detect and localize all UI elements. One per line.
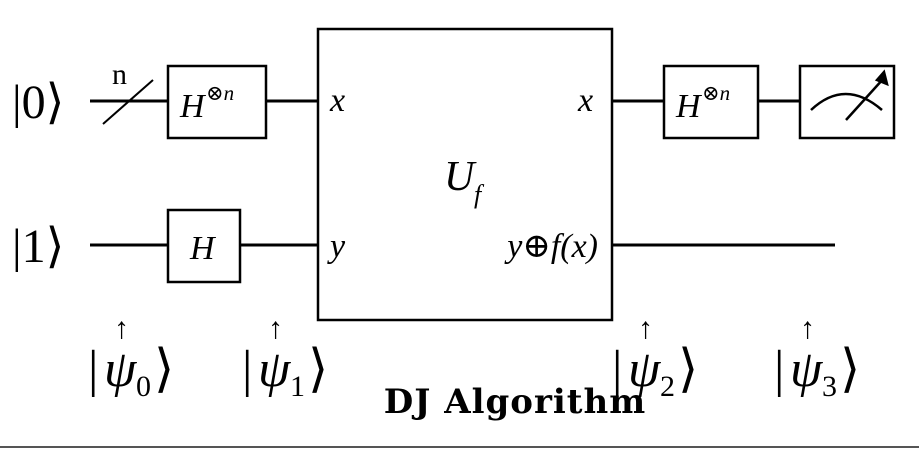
hadamard-label: H xyxy=(189,230,217,267)
psi0-rangle: ⟩ xyxy=(154,341,174,398)
register-size-label: n xyxy=(112,58,127,91)
psi3-rangle: ⟩ xyxy=(840,341,860,398)
hadamard-gate xyxy=(166,208,242,284)
psi3-arrow: ↑ xyxy=(800,312,815,345)
psi0-arrow: ↑ xyxy=(114,312,129,345)
hadamard-n-gate-right xyxy=(662,64,760,140)
psi2-arrow: ↑ xyxy=(638,312,653,345)
psi0-sub: 0 xyxy=(136,370,151,403)
psi0-bar: | xyxy=(88,341,98,398)
psi2-rangle: ⟩ xyxy=(678,341,698,398)
oracle-box xyxy=(316,27,614,322)
psi3-sub: 3 xyxy=(822,370,837,403)
input-ket-one: |1⟩ xyxy=(12,220,64,273)
state-psi0: ↑ | ψ 0 ⟩ xyxy=(88,312,174,403)
oracle-out-yfx: y⊕f(x) xyxy=(504,228,598,265)
psi1-sub: 1 xyxy=(290,370,305,403)
meter-icon xyxy=(810,69,889,121)
psi3-psi: ψ xyxy=(790,341,824,398)
psi1-bar: | xyxy=(242,341,252,398)
psi1-rangle: ⟩ xyxy=(308,341,328,398)
input-ket-zero: |0⟩ xyxy=(12,76,64,129)
psi2-bar: | xyxy=(612,341,622,398)
oracle-in-y: y xyxy=(327,228,346,265)
oracle-out-x: x xyxy=(577,82,593,119)
register-slash xyxy=(102,79,154,125)
hadamard-n-right-label: H xyxy=(675,88,703,125)
hadamard-n-left-label: H xyxy=(179,88,207,125)
psi1-arrow: ↑ xyxy=(268,312,283,345)
oracle-label: U xyxy=(444,154,477,200)
hadamard-n-left-sup: ⊗n xyxy=(206,81,234,105)
state-psi1: ↑ | ψ 1 ⟩ xyxy=(242,312,328,403)
psi1-psi: ψ xyxy=(258,341,292,398)
oracle-label-sub: f xyxy=(474,180,485,209)
psi0-psi: ψ xyxy=(104,341,138,398)
oracle-in-x: x xyxy=(329,82,345,119)
psi3-bar: | xyxy=(774,341,784,398)
diagram-caption: DJ Algorithm xyxy=(384,382,646,422)
hadamard-n-right-sup: ⊗n xyxy=(702,81,730,105)
hadamard-n-gate-left xyxy=(166,64,268,140)
state-psi3: ↑ | ψ 3 ⟩ xyxy=(774,312,860,403)
circuit-wires xyxy=(90,79,835,247)
psi2-sub: 2 xyxy=(660,370,675,403)
psi2-psi: ψ xyxy=(628,341,662,398)
state-psi2: ↑ | ψ 2 ⟩ xyxy=(612,312,698,403)
